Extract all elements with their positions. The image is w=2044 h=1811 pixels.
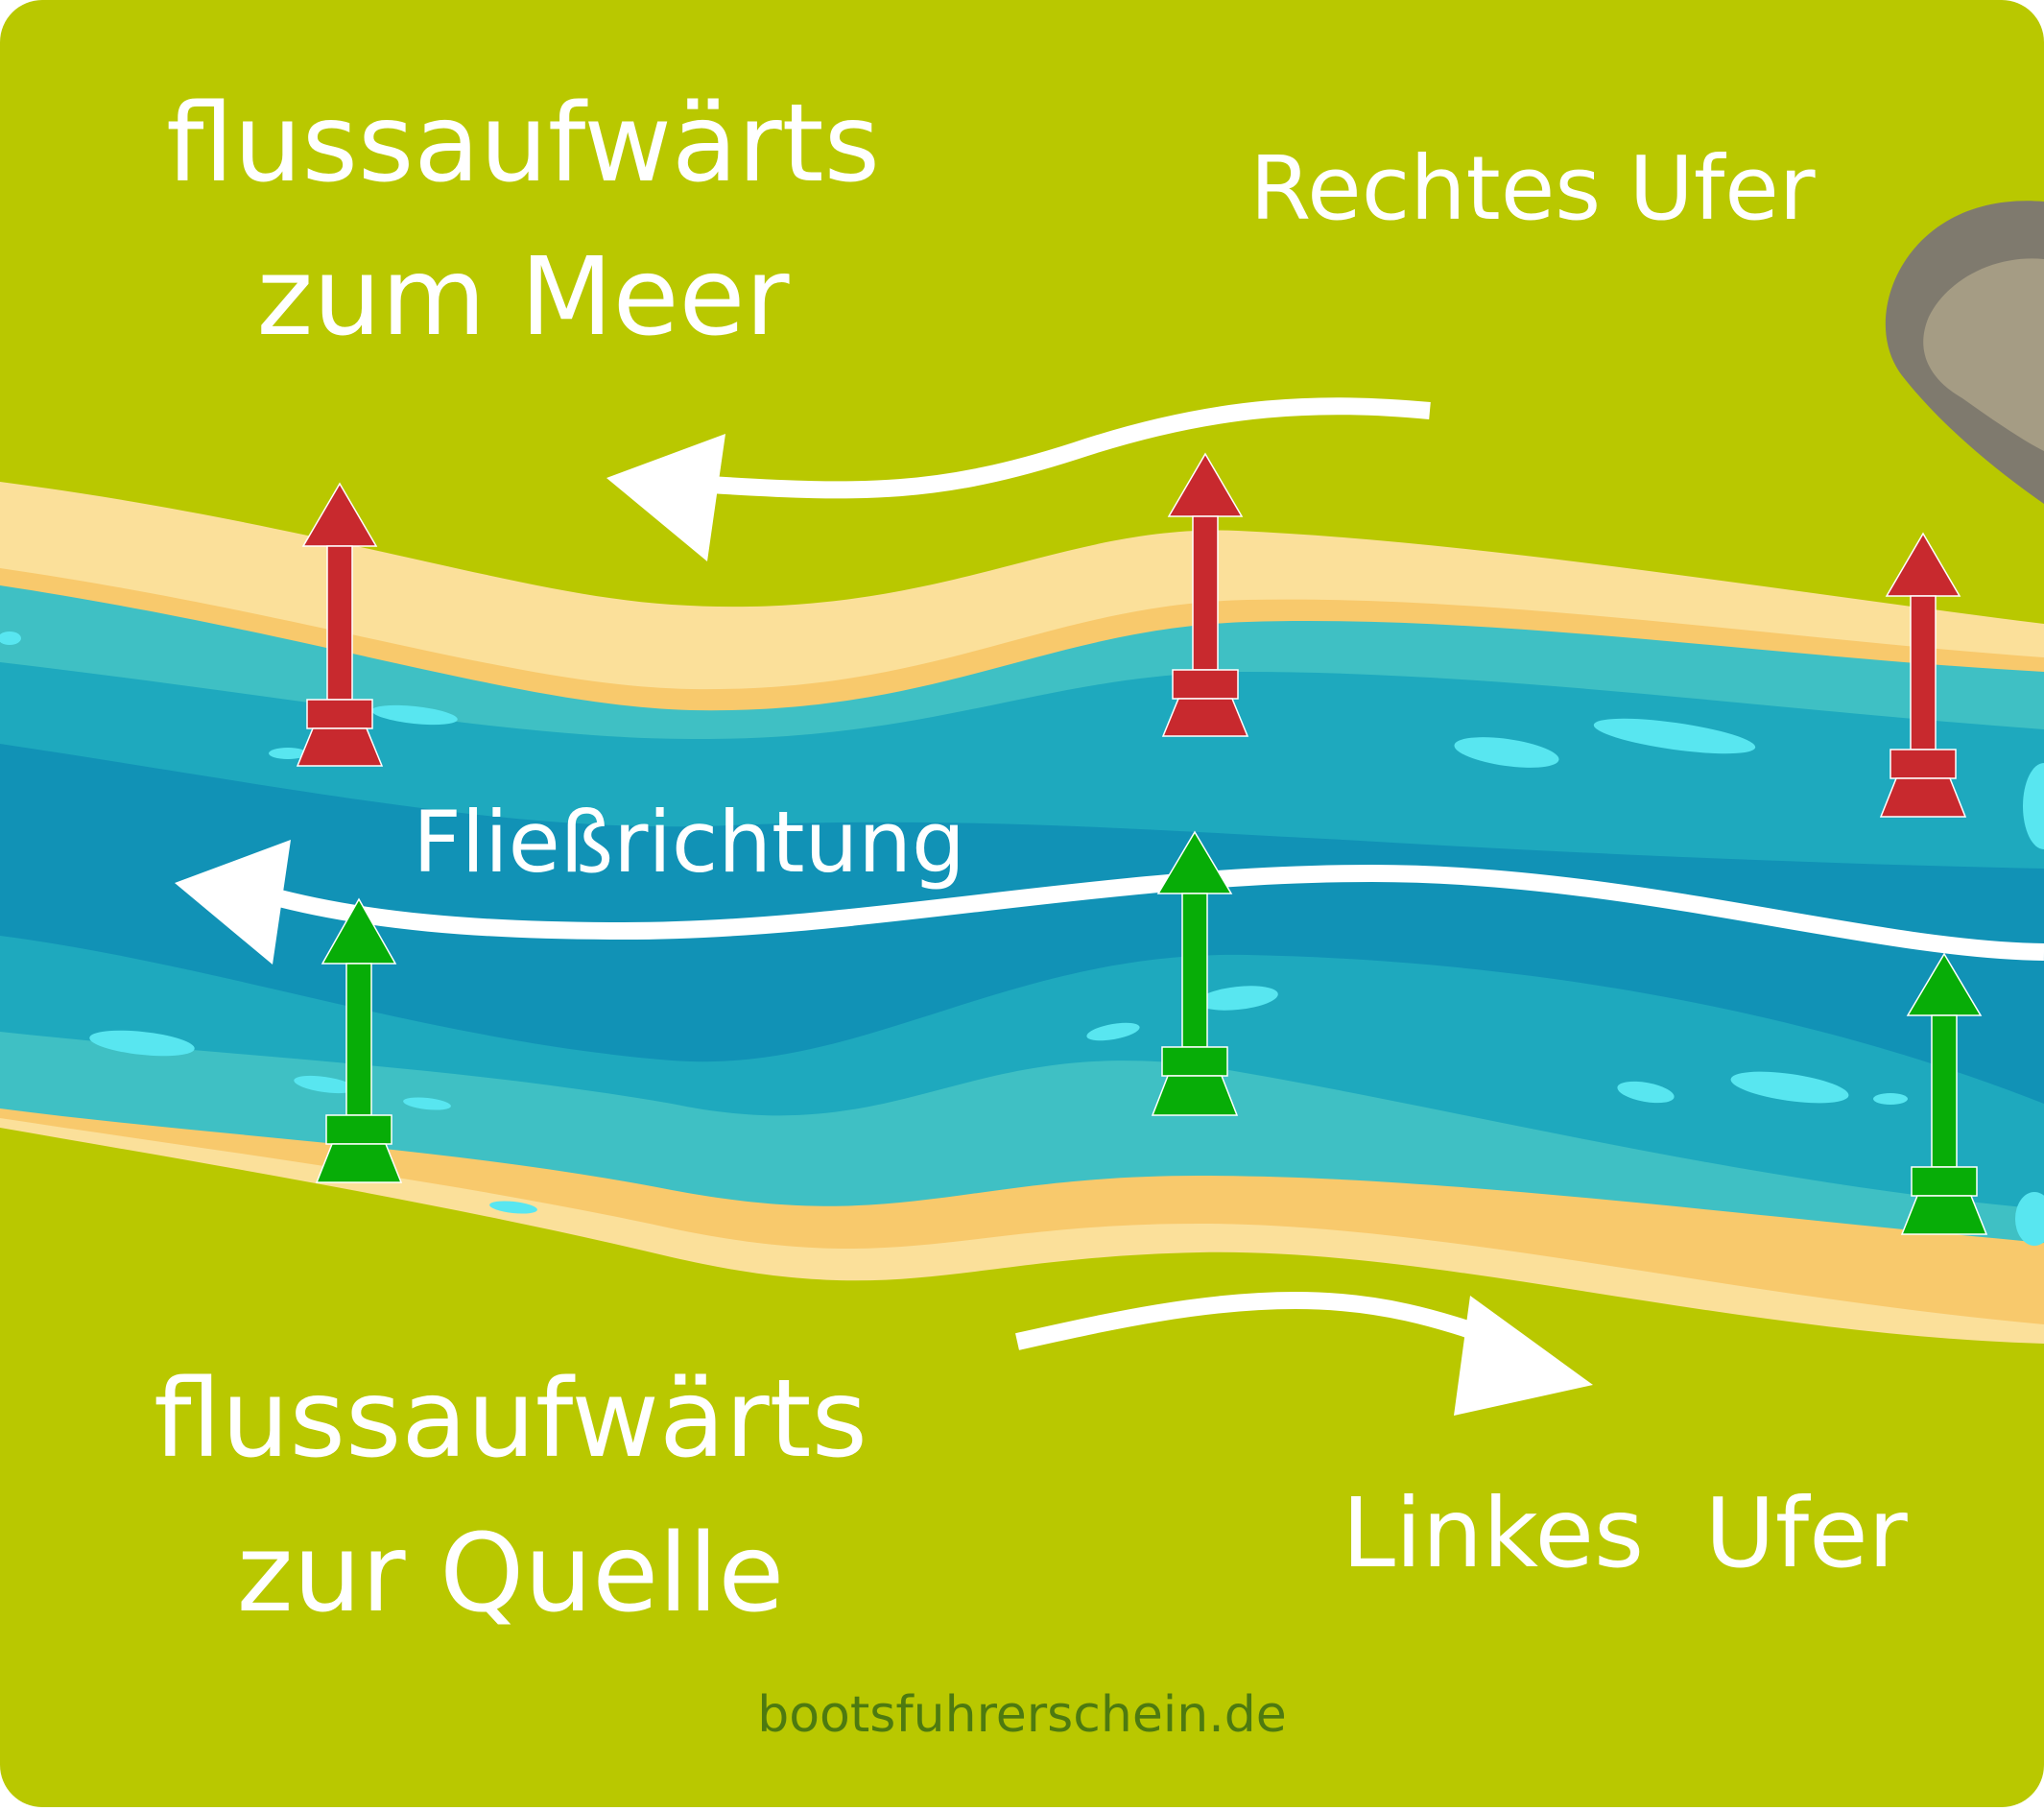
label-upstream-source-line2: zur Quelle <box>237 1512 785 1636</box>
downstream-arrow-icon <box>1015 1291 1593 1416</box>
ripple <box>489 1201 537 1214</box>
green-buoy <box>315 897 403 1183</box>
ripple <box>1454 737 1559 768</box>
red-buoy <box>1879 532 1967 818</box>
label-left-bank: Linkes Ufer <box>1342 1477 1908 1589</box>
ripple <box>371 704 458 726</box>
label-upstream-sea-line1: flussaufwärts <box>166 82 880 206</box>
green-buoy <box>1900 952 1988 1235</box>
ripple <box>1730 1071 1849 1104</box>
ripple <box>1086 1022 1140 1041</box>
ripple <box>294 1075 355 1094</box>
ripple <box>1593 718 1756 754</box>
credit-text: bootsfuhrerschein.de <box>757 1686 1287 1744</box>
ripple <box>1617 1081 1675 1104</box>
red-buoy <box>296 482 384 767</box>
ripple <box>269 748 307 759</box>
ripple <box>403 1097 451 1110</box>
ripple <box>1198 986 1278 1011</box>
rock-icon <box>1885 201 2044 504</box>
label-right-bank: Rechtes Ufer <box>1249 137 1815 240</box>
ripple <box>89 1030 195 1057</box>
flow-arrow-icon <box>175 840 2044 965</box>
label-flow-direction: Fließrichtung <box>413 793 965 892</box>
label-upstream-sea-line2: zum Meer <box>257 235 791 360</box>
upstream-arrow-icon <box>606 397 1431 561</box>
red-buoy <box>1161 452 1249 737</box>
water-deep <box>0 744 2044 1104</box>
ripple <box>0 631 21 645</box>
green-buoy <box>1151 830 1239 1116</box>
ripple <box>2015 1192 2044 1246</box>
ripple <box>2023 763 2044 849</box>
water-ripples <box>0 631 2044 1246</box>
label-upstream-source-line1: flussaufwärts <box>154 1357 868 1482</box>
ripple <box>1873 1093 1908 1105</box>
